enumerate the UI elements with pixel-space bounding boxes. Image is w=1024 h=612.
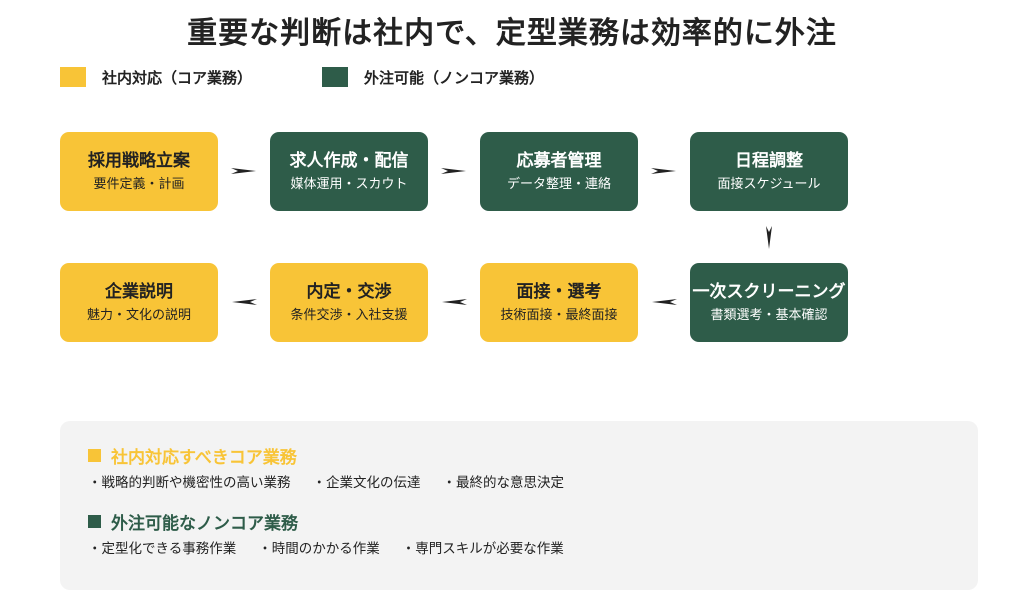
step-title: 面接・選考 [516,281,602,302]
legend-outsource: 外注可能（ノンコア業務） [322,66,544,88]
list-item: ・専門スキルが必要な作業 [401,541,564,557]
list-item: ・最終的な意思決定 [442,475,565,491]
flow-arrow-icon [230,166,258,176]
step-interview-selection: 面接・選考 技術面接・最終面接 [480,263,638,342]
legend-outsource-label: 外注可能（ノンコア業務） [364,68,545,87]
step-title: 日程調整 [735,150,803,171]
step-title: 内定・交渉 [306,281,392,302]
outsource-square-icon [88,515,101,528]
step-subtitle: 書類選考・基本確認 [710,307,828,323]
legend-outsource-swatch [322,67,348,87]
step-offer-negotiation: 内定・交渉 条件交渉・入社支援 [270,263,428,342]
step-subtitle: 要件定義・計画 [93,176,185,192]
page-title: 重要な判断は社内で、定型業務は効率的に外注 [187,16,837,51]
flow-arrow-icon [650,297,678,307]
step-title: 応募者管理 [516,150,602,171]
legend-core-swatch [60,67,86,87]
step-subtitle: 技術面接・最終面接 [500,307,618,323]
step-title: 企業説明 [105,281,173,302]
core-section-title: 社内対応すべきコア業務 [111,448,297,468]
outsource-section-heading: 外注可能なノンコア業務 [88,509,298,534]
list-item: ・時間のかかる作業 [258,541,380,557]
step-applicant-management: 応募者管理 データ整理・連絡 [480,132,638,211]
step-first-screening: 一次スクリーニング 書類選考・基本確認 [690,263,848,342]
list-item: ・企業文化の伝達 [312,475,421,491]
step-scheduling: 日程調整 面接スケジュール [690,132,848,211]
flow-arrow-icon [440,166,468,176]
flow-arrow-down-icon [764,225,774,251]
step-subtitle: 媒体運用・スカウト [290,176,408,192]
outsource-section-items: ・定型化できる事務作業 ・時間のかかる作業 ・専門スキルが必要な作業 [88,537,586,557]
step-subtitle: 魅力・文化の説明 [86,307,191,323]
list-item: ・戦略的判断や機密性の高い業務 [88,475,291,491]
core-square-icon [88,449,101,462]
legend-core: 社内対応（コア業務） [60,66,252,88]
list-item: ・定型化できる事務作業 [88,541,237,557]
step-subtitle: 条件交渉・入社支援 [290,307,408,323]
step-title: 求人作成・配信 [289,150,409,171]
step-recruitment-strategy: 採用戦略立案 要件定義・計画 [60,132,218,211]
flow-arrow-icon [230,297,258,307]
flow-arrow-icon [440,297,468,307]
step-job-posting: 求人作成・配信 媒体運用・スカウト [270,132,428,211]
explanation-panel: 社内対応すべきコア業務 ・戦略的判断や機密性の高い業務 ・企業文化の伝達 ・最終… [60,421,978,590]
outsource-section-title: 外注可能なノンコア業務 [111,514,298,534]
step-subtitle: データ整理・連絡 [506,176,611,192]
flow-arrow-icon [650,166,678,176]
core-section-heading: 社内対応すべきコア業務 [88,443,297,468]
step-company-briefing: 企業説明 魅力・文化の説明 [60,263,218,342]
step-subtitle: 面接スケジュール [717,176,821,192]
step-title: 一次スクリーニング [692,281,846,302]
core-section-items: ・戦略的判断や機密性の高い業務 ・企業文化の伝達 ・最終的な意思決定 [88,471,586,491]
legend-core-label: 社内対応（コア業務） [102,68,253,87]
step-title: 採用戦略立案 [88,150,190,171]
